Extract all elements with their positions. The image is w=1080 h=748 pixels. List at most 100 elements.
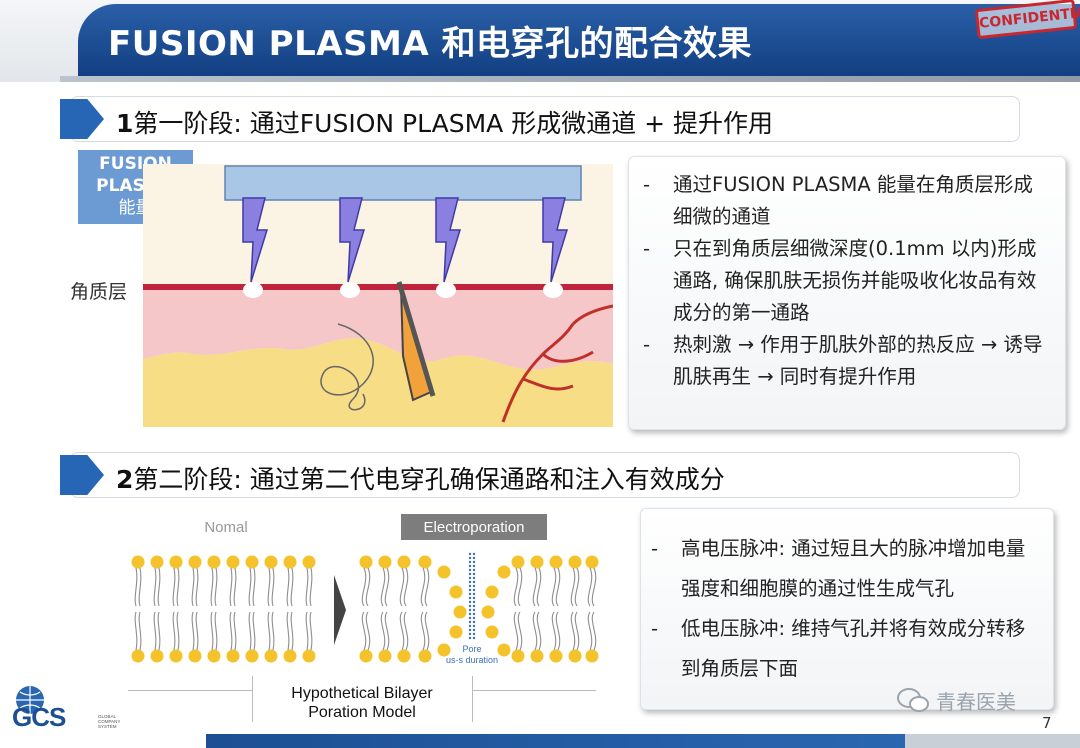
lipid-head [226, 555, 240, 569]
page-number: 7 [1042, 714, 1052, 732]
pore-dot [468, 612, 472, 616]
lipid-head [453, 605, 467, 619]
wechat-watermark: 青春医美 [936, 690, 1016, 714]
bilayer-illustration: Nomal Electroporation Pore us-s duration [131, 514, 599, 665]
logo-sub-line: COMPANY [98, 719, 121, 724]
lipid-tail [424, 567, 430, 651]
pore-dot [472, 616, 476, 620]
lipid-tail [536, 567, 542, 651]
lipid-tail [138, 567, 142, 651]
lipid-head [169, 555, 183, 569]
pore-dot [468, 616, 472, 620]
lipid-head [188, 555, 202, 569]
pore-dot [468, 588, 472, 592]
lipid-tail [229, 567, 233, 651]
pore-dot [468, 624, 472, 628]
pore-dot [472, 612, 476, 616]
lipid-head [226, 649, 240, 663]
chevron-right-icon [334, 575, 346, 645]
bilayer-caption: Hypothetical Bilayer Poration Model [256, 684, 468, 722]
lipid-tail [403, 567, 409, 651]
lipid-tail [290, 567, 294, 651]
stratum-corneum-label: 角质层 [70, 281, 128, 303]
list-item: -热刺激 → 作用于肌肤外部的热反应 → 诱导肌肤再生 → 同时有提升作用 [643, 333, 1043, 388]
title-underline [60, 76, 1080, 82]
pore-dot [468, 564, 472, 568]
lipid-tail [570, 567, 576, 651]
pore-dot [472, 584, 476, 588]
lipid-head [568, 649, 582, 663]
lipid-tail [210, 567, 214, 651]
bullet-text: 低电压脉冲: 维持气孔并将有效成分转移到角质层下面 [681, 617, 1026, 680]
pore-duration-label: us-s duration [446, 655, 498, 665]
pore-dot [472, 600, 476, 604]
lipid-head [418, 555, 432, 569]
section1-number: 1 [116, 109, 134, 138]
lipid-tail [555, 567, 561, 651]
lipid-head [418, 649, 432, 663]
wechat-icon [897, 688, 929, 712]
pore-dot [468, 600, 472, 604]
lipid-tail [513, 567, 519, 651]
caption-divider-right [472, 676, 473, 722]
footer-bar [206, 734, 1080, 748]
logo-subtitle: GLOBAL COMPANY SYSTEM [98, 714, 120, 729]
page-title: FUSION PLASMA 和电穿孔的配合效果 [108, 24, 753, 64]
logo-sub-line: GLOBAL [98, 714, 117, 719]
pore-dot [468, 608, 472, 612]
section1-bullets: -通过FUSION PLASMA 能量在角质层形成细微的通道 -只在到角质层细微… [643, 169, 1051, 393]
lipid-tail [271, 567, 275, 651]
lipid-head [511, 555, 525, 569]
lipid-head [131, 649, 145, 663]
lipid-tail [361, 567, 367, 651]
pore-dot [472, 572, 476, 576]
lipid-tail [153, 567, 157, 651]
lipid-head [150, 649, 164, 663]
pore-dot [472, 632, 476, 636]
company-logo: GCS [12, 702, 66, 732]
pore-dot [472, 608, 476, 612]
lipid-tail [384, 567, 390, 651]
lipid-tail [252, 567, 256, 651]
list-item: -低电压脉冲: 维持气孔并将有效成分转移到角质层下面 [651, 617, 1026, 680]
lipid-tail [191, 567, 195, 651]
pore-dot [468, 560, 472, 564]
caption-line-left [128, 690, 252, 691]
lipid-head [378, 649, 392, 663]
lipid-head [549, 649, 563, 663]
lipid-head [264, 649, 278, 663]
pore-dot [472, 624, 476, 628]
lipid-tail [551, 567, 557, 651]
lipid-head [188, 649, 202, 663]
bilayer-right-label: Electroporation [424, 519, 525, 536]
lipid-tail [420, 567, 426, 651]
lipid-head [359, 555, 373, 569]
lipid-head [378, 555, 392, 569]
lipid-head [449, 585, 463, 599]
pore-dot [468, 620, 472, 624]
pore-dot [472, 620, 476, 624]
globe-logo-icon [16, 686, 44, 714]
title-band [78, 4, 1080, 76]
lipid-head [481, 605, 495, 619]
lipid-head [437, 565, 451, 579]
logo-sub-line: SYSTEM [98, 724, 117, 729]
lipid-head [207, 649, 221, 663]
caption-divider-left [252, 676, 253, 722]
pore-dot [468, 596, 472, 600]
pore-dot [472, 628, 476, 632]
pore-dot [472, 604, 476, 608]
section2-title: 2第二阶段: 通过第二代电穿孔确保通路和注入有效成分 [116, 460, 725, 496]
lipid-head [169, 649, 183, 663]
lipid-head [397, 555, 411, 569]
lipid-tail [214, 567, 218, 651]
section2-title-text: 第二阶段: 通过第二代电穿孔确保通路和注入有效成分 [133, 465, 725, 494]
section1-textbox: -通过FUSION PLASMA 能量在角质层形成细微的通道 -只在到角质层细微… [628, 156, 1066, 430]
lipid-tail [574, 567, 580, 651]
lipid-head [397, 649, 411, 663]
lipid-head [283, 555, 297, 569]
pore-dot [472, 552, 476, 556]
lipid-tail [157, 567, 161, 651]
lipid-head [497, 643, 511, 657]
lipid-tail [176, 567, 180, 651]
